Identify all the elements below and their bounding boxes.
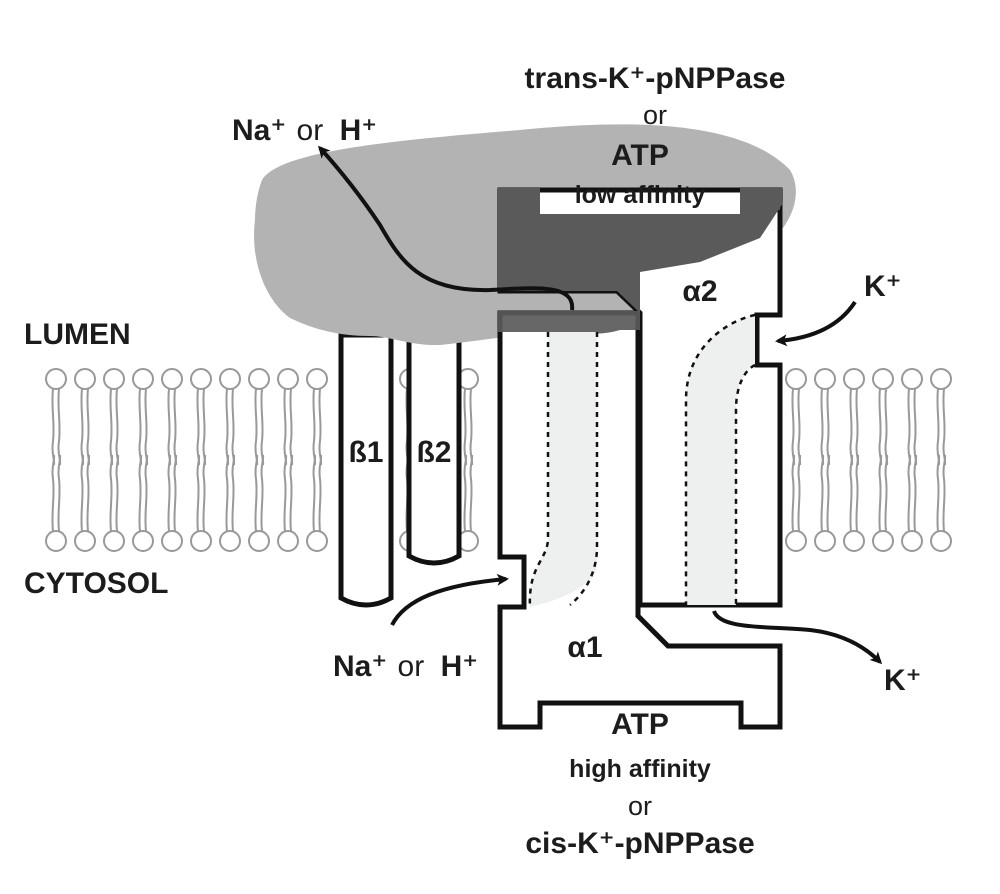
beta1-label: ß1 [348,436,383,469]
bottom-atp-label: ATP [611,708,669,741]
lipid-upper [901,368,923,466]
lipid-lower [930,454,952,552]
lipid-upper [814,368,836,466]
lumen-label: LUMEN [24,318,131,351]
lipid-lower [901,454,923,552]
lipid-lower [103,454,125,552]
cytosol-label: CYTOSOL [24,567,168,600]
lipid-upper [74,368,96,466]
lipid-lower [161,454,183,552]
lipid-upper [785,368,807,466]
na-exit-arrow [317,145,575,311]
h-top-text: H⁺ [340,114,378,147]
na-bottom-text: Na⁺ [333,650,387,683]
lipid-lower [814,454,836,552]
lipid-lower [45,454,67,552]
alpha2-label: α2 [682,275,717,308]
low-affinity-label: low affinity [575,181,706,209]
alpha1-channel-wall-left [528,332,550,608]
lipid-upper [219,368,241,466]
alpha1-channel-wall-right [569,332,599,606]
lipid-upper [872,368,894,466]
lipid-lower [74,454,96,552]
lipid-upper [190,368,212,466]
lipid-lower [785,454,807,552]
lipid-upper [930,368,952,466]
lipid-upper [306,368,328,466]
lipid-upper [248,368,270,466]
lipid-lower [248,454,270,552]
top-atp-label: ATP [611,139,669,172]
lipid-lower [219,454,241,552]
alpha1-lumen-cap [498,311,640,334]
alpha2-channel-wall-left [684,313,756,605]
na-top-or: or [297,114,324,147]
cis-pnppase-label: cis-K⁺-pNPPase [525,827,754,860]
beta1-subunit [338,332,394,608]
lipid-upper [277,368,299,466]
lipid-upper [161,368,183,466]
na-or-h-bottom-label: Na⁺ or H⁺ [333,650,478,683]
beta2-label: ß2 [416,436,451,469]
na-bottom-or: or [398,650,425,683]
k-bottom-label: K⁺ [884,664,922,697]
na-top-text: Na⁺ [232,114,286,147]
high-affinity-label: high affinity [569,755,711,783]
alpha1-ion-channel [529,332,599,607]
trans-pnppase-label: trans-K⁺-pNPPase [525,62,786,95]
alpha2-channel-wall-right [734,363,756,605]
beta2-subunit [406,332,462,566]
lipid-lower [190,454,212,552]
lipid-lower [872,454,894,552]
lipid-upper [45,368,67,466]
lipid-lower [306,454,328,552]
lipid-lower [277,454,299,552]
h-bottom-text: H⁺ [441,650,479,683]
na-entry-arrow [390,573,509,626]
lipid-upper [843,368,865,466]
lipid-lower [843,454,865,552]
lipid-upper [132,368,154,466]
alpha2-ion-channel [686,315,755,605]
lipid-upper [103,368,125,466]
lipid-lower [132,454,154,552]
bottom-or-label: or [628,791,652,821]
atp-site-block [497,188,783,313]
k-exit-arrow [712,610,883,665]
k-entry-arrow [775,300,857,347]
alpha1-label: α1 [567,631,602,664]
na-or-h-top-label: Na⁺ or H⁺ [232,114,377,147]
k-top-label: K⁺ [864,270,902,303]
top-or-label: or [643,100,667,130]
